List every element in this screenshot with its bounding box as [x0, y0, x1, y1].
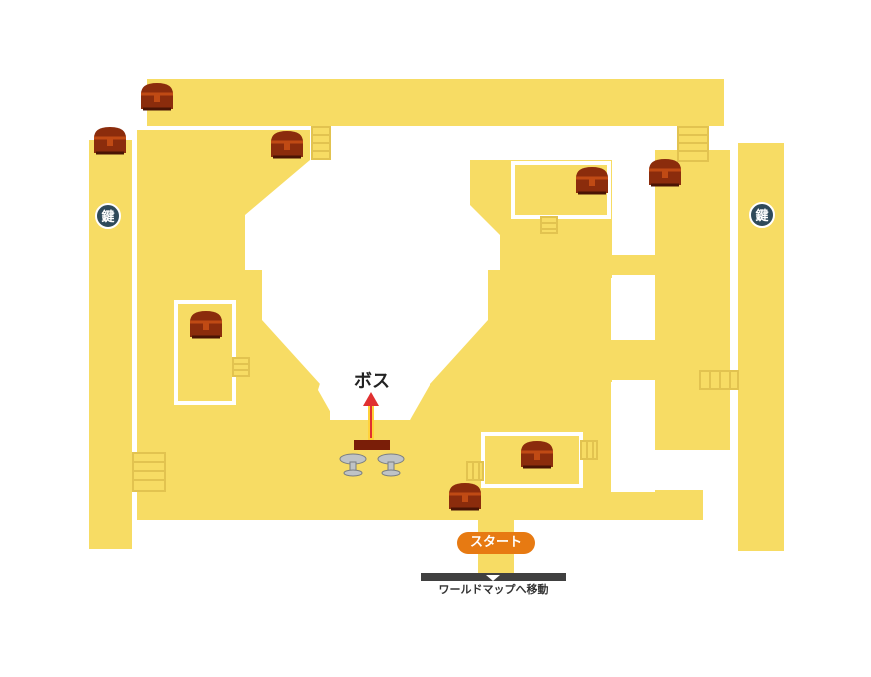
walls — [138, 126, 611, 488]
fountain-icon — [339, 453, 405, 477]
exit-arrow-icon — [486, 575, 500, 581]
floor-area — [89, 79, 784, 575]
treasure-chest-icon[interactable] — [138, 80, 176, 114]
treasure-chest-icon[interactable] — [446, 480, 484, 514]
key-marker-icon[interactable]: 鍵 — [749, 202, 775, 228]
treasure-chest-icon[interactable] — [518, 438, 556, 472]
treasure-chest-icon[interactable] — [573, 164, 611, 198]
treasure-chest-icon[interactable] — [268, 128, 306, 162]
stairs-icon — [132, 126, 739, 492]
boss-chamber-void — [290, 168, 655, 492]
treasure-chest-icon[interactable] — [91, 124, 129, 158]
boss-label: ボス — [354, 371, 390, 392]
treasure-chest-icon[interactable] — [187, 308, 225, 342]
start-button[interactable]: スタート — [457, 532, 535, 554]
world-map-exit-link[interactable]: ワールドマップへ移動 — [438, 583, 549, 596]
boss-arrow-icon — [354, 392, 390, 450]
treasure-chest-icon[interactable] — [646, 156, 684, 190]
key-marker-icon[interactable]: 鍵 — [95, 203, 121, 229]
